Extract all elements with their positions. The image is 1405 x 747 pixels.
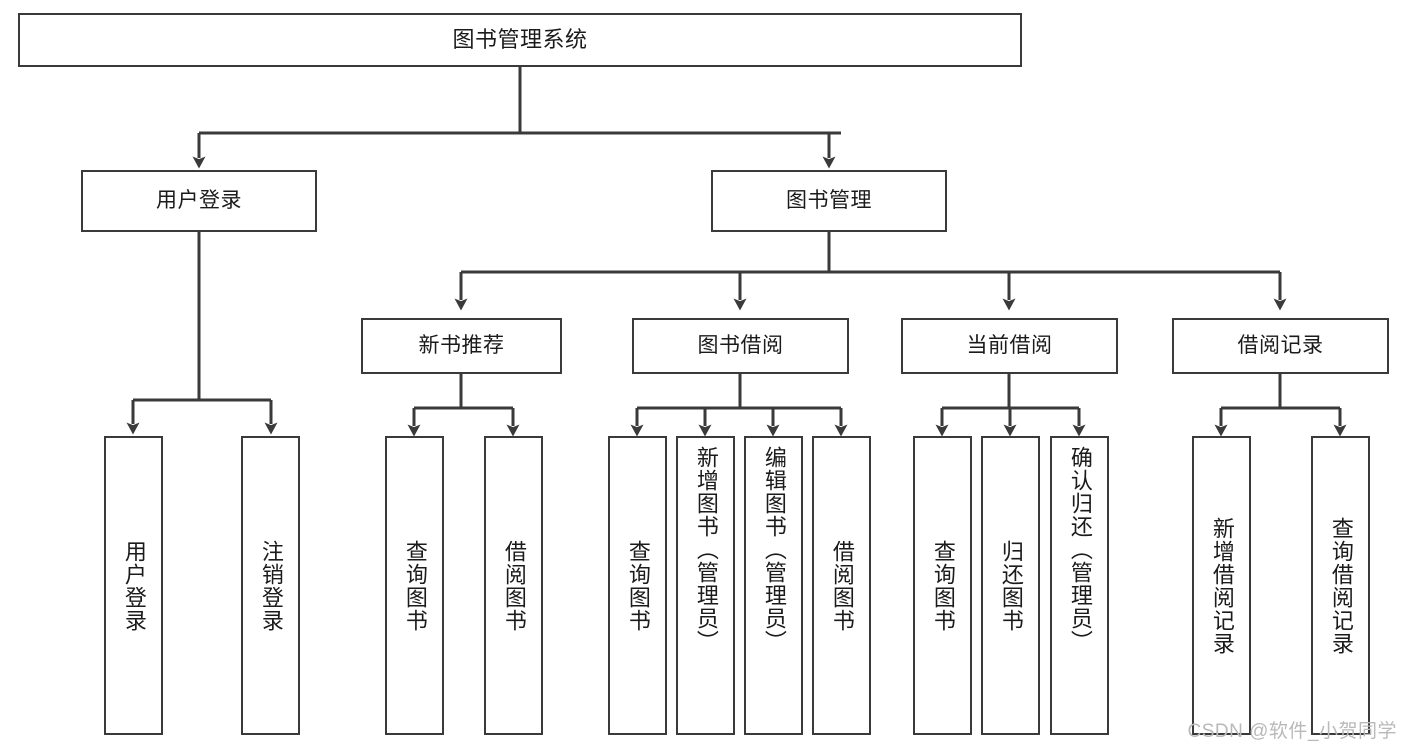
node-label: 查询图书 — [930, 539, 956, 632]
leaf-user-login-logout[interactable]: 注销登录 — [241, 436, 300, 735]
node-label: 查询图书 — [402, 539, 428, 632]
leaf-borrow-record-query[interactable]: 查询借阅记录 — [1311, 436, 1370, 735]
leaf-book-borrow-query[interactable]: 查询图书 — [608, 436, 667, 735]
node-label: 用户登录 — [121, 539, 147, 632]
node-user-login[interactable]: 用户登录 — [81, 170, 317, 232]
leaf-borrow-record-add[interactable]: 新增借阅记录 — [1192, 436, 1251, 735]
leaf-book-borrow-edit[interactable]: 编辑图书（管理员） — [744, 436, 803, 735]
node-label: 确认归还（管理员） — [1067, 446, 1093, 653]
node-label: 图书管理 — [786, 188, 872, 212]
node-label: 用户登录 — [156, 188, 242, 212]
node-label: 借阅记录 — [1237, 333, 1324, 357]
node-label: 查询借阅记录 — [1328, 516, 1354, 655]
node-label: 新增图书（管理员） — [693, 446, 719, 653]
node-label: 当前借阅 — [966, 333, 1053, 357]
node-label: 编辑图书（管理员） — [761, 446, 787, 653]
leaf-current-borrow-confirm-return[interactable]: 确认归还（管理员） — [1050, 436, 1109, 735]
node-book-borrow[interactable]: 图书借阅 — [632, 318, 849, 374]
node-borrow-record[interactable]: 借阅记录 — [1172, 318, 1389, 374]
node-label: 新增借阅记录 — [1209, 516, 1235, 655]
node-root-system[interactable]: 图书管理系统 — [18, 13, 1022, 67]
node-label: 图书管理系统 — [452, 27, 588, 53]
watermark: CSDN @软件_小贺同学 — [1187, 721, 1397, 742]
node-label: 归还图书 — [998, 539, 1024, 632]
node-new-book-recommend[interactable]: 新书推荐 — [361, 318, 562, 374]
node-book-management[interactable]: 图书管理 — [711, 170, 947, 232]
leaf-book-borrow-borrow[interactable]: 借阅图书 — [812, 436, 871, 735]
node-label: 查询图书 — [625, 539, 651, 632]
leaf-new-book-borrow[interactable]: 借阅图书 — [484, 436, 543, 735]
leaf-book-borrow-add[interactable]: 新增图书（管理员） — [676, 436, 735, 735]
node-current-borrow[interactable]: 当前借阅 — [901, 318, 1118, 374]
node-label: 图书借阅 — [697, 333, 784, 357]
leaf-user-login-login[interactable]: 用户登录 — [104, 436, 163, 735]
leaf-current-borrow-return[interactable]: 归还图书 — [981, 436, 1040, 735]
node-label: 借阅图书 — [829, 539, 855, 632]
leaf-new-book-query[interactable]: 查询图书 — [385, 436, 444, 735]
node-label: 注销登录 — [258, 539, 284, 632]
node-label: 借阅图书 — [501, 539, 527, 632]
node-label: 新书推荐 — [418, 333, 505, 357]
leaf-current-borrow-query[interactable]: 查询图书 — [913, 436, 972, 735]
